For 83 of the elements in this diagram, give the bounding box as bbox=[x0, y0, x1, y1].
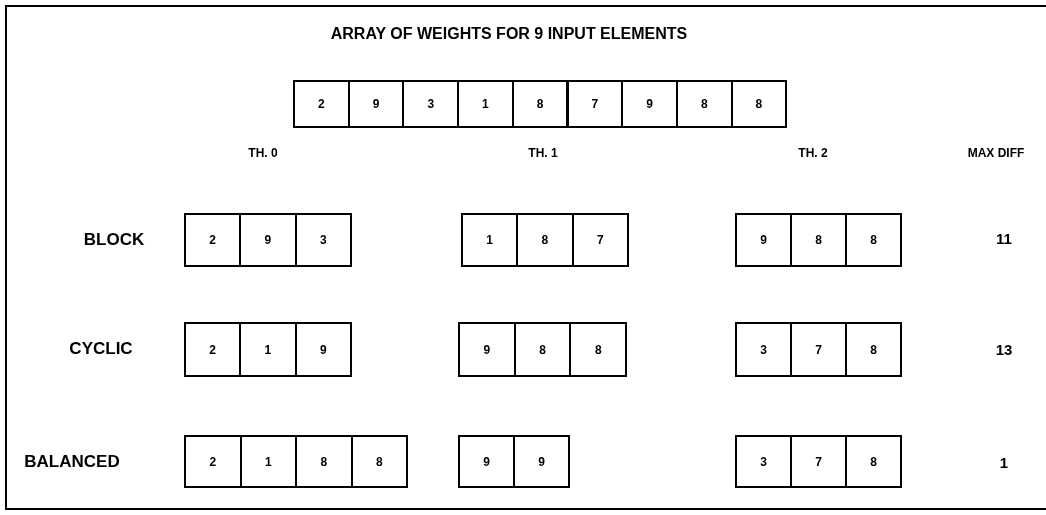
cell-value: 3 bbox=[319, 233, 327, 247]
array-cell bbox=[566, 80, 624, 128]
array-cell bbox=[675, 80, 733, 128]
cell-value: 7 bbox=[815, 342, 822, 357]
cell-value: 7 bbox=[596, 233, 604, 247]
cell-value: 9 bbox=[646, 97, 653, 111]
cell-value: 8 bbox=[815, 233, 822, 247]
cell-value: 3 bbox=[760, 342, 767, 357]
cell-value: 8 bbox=[320, 454, 328, 469]
array-cell bbox=[845, 435, 902, 488]
array-cell bbox=[516, 213, 574, 267]
array-cell bbox=[735, 322, 792, 377]
cell-value: 8 bbox=[539, 342, 546, 357]
array-cell bbox=[239, 322, 297, 377]
array-cell bbox=[457, 80, 514, 128]
array-cell bbox=[239, 213, 297, 267]
row-label: CYCLIC bbox=[69, 339, 133, 359]
cell-value: 1 bbox=[264, 342, 272, 357]
array-cell bbox=[184, 322, 242, 377]
cell-value: 8 bbox=[541, 233, 549, 247]
cell-value: 9 bbox=[372, 97, 380, 111]
array-cell bbox=[350, 435, 408, 488]
array-cell bbox=[458, 435, 515, 488]
cell-value: 8 bbox=[375, 454, 383, 469]
array-cell bbox=[513, 435, 570, 488]
cell-value: 1 bbox=[482, 97, 489, 111]
array-cell bbox=[294, 322, 352, 377]
cell-value: 8 bbox=[594, 342, 602, 357]
cell-value: 3 bbox=[427, 97, 435, 111]
cell-value: 8 bbox=[755, 97, 763, 111]
array-cell bbox=[184, 435, 242, 488]
column-header: TH. 2 bbox=[798, 146, 828, 160]
cell-value: 2 bbox=[209, 454, 217, 469]
row-label: BALANCED bbox=[24, 452, 120, 472]
cell-value: 1 bbox=[264, 454, 272, 469]
max-diff-value: 11 bbox=[996, 229, 1012, 247]
cell-value: 9 bbox=[538, 454, 545, 469]
cell-value: 9 bbox=[264, 233, 272, 247]
cell-value: 8 bbox=[870, 342, 877, 357]
array-cell bbox=[790, 213, 847, 267]
array-cell bbox=[513, 322, 572, 377]
cell-value: 9 bbox=[319, 342, 327, 357]
cell-value: 7 bbox=[815, 454, 822, 469]
array-cell bbox=[458, 322, 516, 377]
array-cell bbox=[730, 80, 788, 128]
column-header: TH. 1 bbox=[528, 146, 558, 160]
cell-value: 8 bbox=[700, 97, 708, 111]
column-header: MAX DIFF bbox=[967, 146, 1025, 160]
array-cell bbox=[293, 80, 350, 128]
array-cell bbox=[845, 213, 902, 267]
cell-value: 2 bbox=[209, 233, 216, 247]
array-cell bbox=[294, 213, 352, 267]
cell-value: 9 bbox=[760, 233, 767, 247]
array-cell bbox=[239, 435, 297, 488]
cell-value: 9 bbox=[483, 454, 490, 469]
array-cell bbox=[184, 213, 242, 267]
cell-value: 7 bbox=[591, 97, 599, 111]
cell-value: 8 bbox=[870, 454, 877, 469]
array-cell bbox=[735, 435, 792, 488]
max-diff-value: 1 bbox=[999, 453, 1009, 471]
cell-value: 1 bbox=[486, 233, 493, 247]
cell-value: 3 bbox=[760, 454, 767, 469]
array-cell bbox=[735, 213, 792, 267]
cell-value: 9 bbox=[483, 342, 491, 357]
array-cell bbox=[511, 80, 569, 128]
array-cell bbox=[621, 80, 678, 128]
array-cell bbox=[790, 322, 847, 377]
array-cell bbox=[461, 213, 519, 267]
column-header: TH. 0 bbox=[248, 146, 278, 160]
row-label: BLOCK bbox=[83, 230, 145, 250]
array-cell bbox=[402, 80, 460, 128]
max-diff-value: 13 bbox=[995, 340, 1013, 358]
title: ARRAY OF WEIGHTS FOR 9 INPUT ELEMENTS bbox=[330, 25, 688, 43]
cell-value: 8 bbox=[870, 233, 877, 247]
array-cell bbox=[569, 322, 628, 377]
array-cell bbox=[347, 80, 405, 128]
cell-value: 2 bbox=[318, 97, 325, 111]
array-cell bbox=[845, 322, 902, 377]
cell-value: 8 bbox=[536, 97, 544, 111]
cell-value: 2 bbox=[209, 342, 216, 357]
array-cell bbox=[571, 213, 629, 267]
array-cell bbox=[790, 435, 847, 488]
array-cell bbox=[295, 435, 353, 488]
